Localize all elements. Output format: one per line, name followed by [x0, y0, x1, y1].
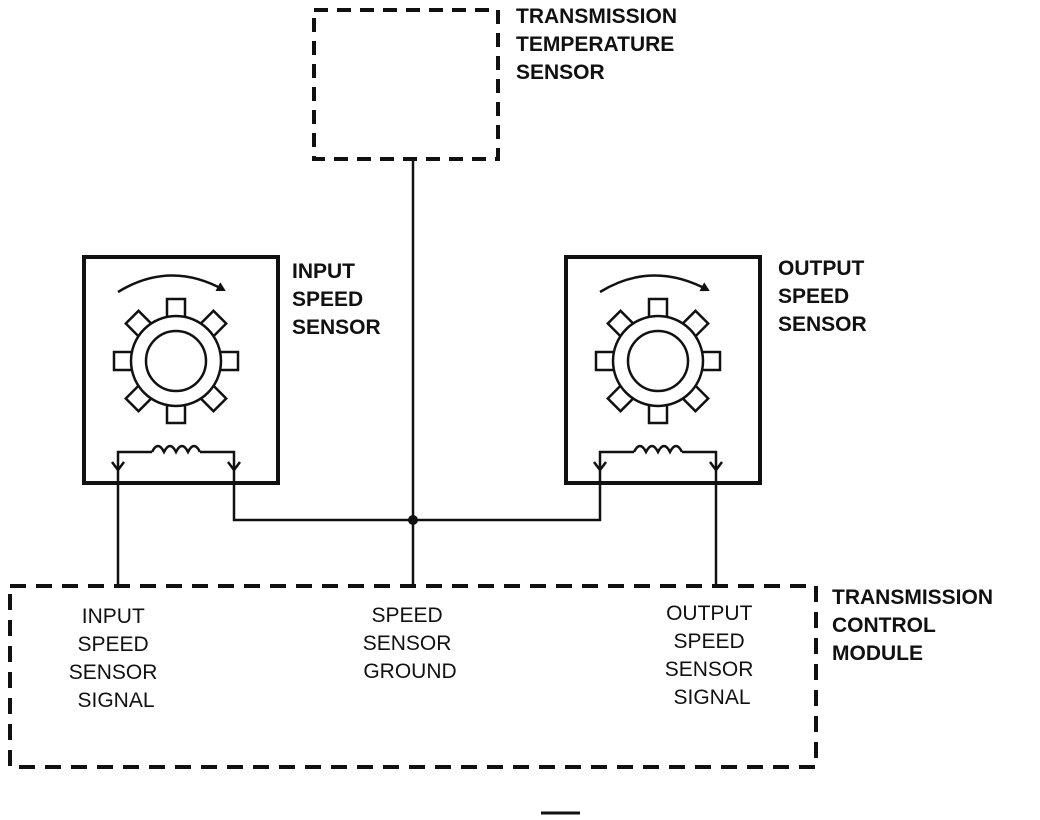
output-speed-sensor-gear-icon: [594, 297, 722, 425]
input-signal-terminal-label: INPUT SPEED SENSOR SIGNAL: [69, 605, 164, 712]
output-ground-wire: [413, 468, 602, 522]
control-module-label: TRANSMISSION CONTROL MODULE: [832, 586, 999, 665]
input-speed-sensor-label: INPUT SPEED SENSOR: [292, 260, 381, 339]
ground-terminal-label: SPEED SENSOR GROUND: [363, 604, 458, 683]
control-module-box: [8, 584, 818, 769]
output-signal-terminal-label: OUTPUT SPEED SENSOR SIGNAL: [665, 602, 760, 709]
wiring: [116, 159, 718, 586]
temperature-sensor-label: TRANSMISSION TEMPERATURE SENSOR: [516, 5, 683, 84]
terminal-ticks: [111, 461, 723, 473]
input-speed-sensor-rotation-arrow-icon: [117, 274, 226, 294]
ground-junction-dot: [408, 515, 418, 525]
input-ground-wire: [232, 468, 413, 522]
output-speed-sensor-coil-icon: [598, 444, 718, 468]
input-speed-sensor-coil-icon: [116, 444, 236, 468]
output-speed-sensor-label: OUTPUT SPEED SENSOR: [778, 257, 870, 336]
output-speed-sensor-rotation-arrow-icon: [599, 274, 710, 294]
temperature-sensor-box: [312, 8, 500, 161]
input-speed-sensor-gear-icon: [112, 297, 240, 425]
